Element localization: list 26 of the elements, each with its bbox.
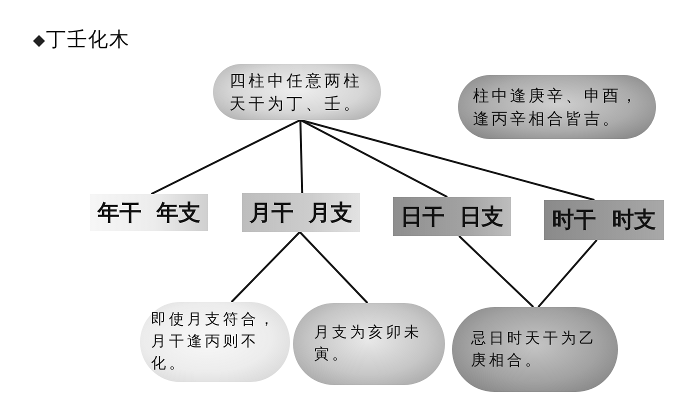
pillar-label: 时支 [612, 207, 656, 235]
connector-line [300, 119, 595, 201]
pillar-box [393, 197, 511, 236]
connector-line [299, 120, 304, 194]
connector-line [300, 119, 448, 198]
note-bubble: 四柱中任意两柱天干为丁、壬。 [213, 64, 381, 120]
title: 丁壬化木 [46, 26, 130, 53]
note-bubble: 月支为亥卯未寅。 [293, 303, 445, 385]
pillar-box [90, 194, 208, 231]
pillar-box [544, 200, 664, 240]
connector-line [299, 231, 368, 304]
pillar-box [242, 193, 360, 232]
connector-line [150, 119, 301, 195]
connector-line [538, 239, 598, 308]
pillar-label: 日支 [460, 204, 504, 232]
pillar-label: 月干 [250, 200, 294, 228]
note-bubble: 柱中逢庚辛、申酉，逢丙辛相合皆吉。 [458, 75, 656, 139]
connector-line [230, 231, 301, 303]
note-bubble: 即使月支符合，月干逢丙则不化。 [140, 302, 290, 382]
pillar-label: 年支 [156, 200, 200, 228]
pillar-label: 月支 [308, 200, 352, 228]
pillar-label: 时干 [552, 207, 596, 235]
connector-line [458, 235, 534, 308]
pillar-label: 年干 [98, 200, 142, 228]
pillar-label: 日干 [400, 204, 444, 232]
note-bubble: 忌日时天干为乙庚相合。 [452, 307, 618, 392]
